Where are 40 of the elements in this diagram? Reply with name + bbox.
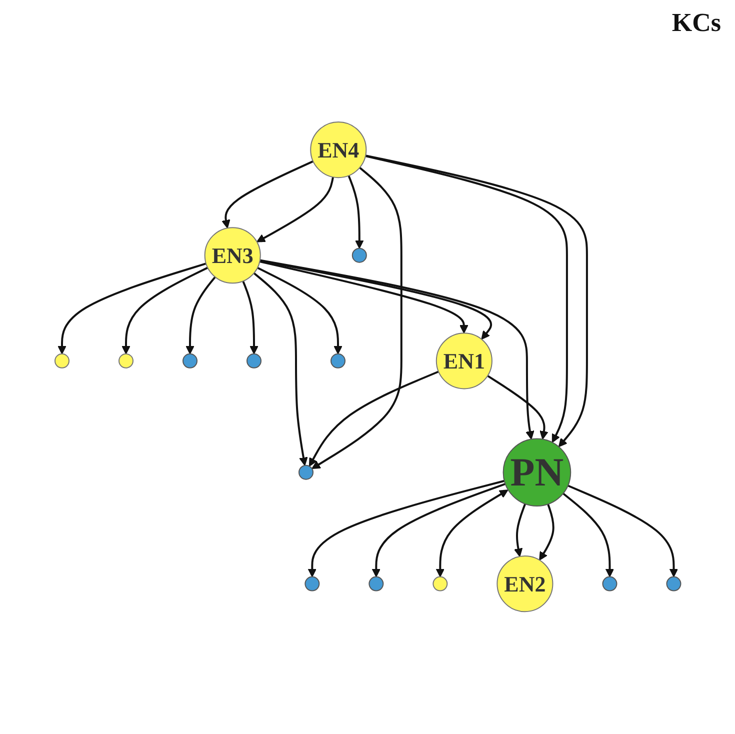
arrow: [562, 492, 614, 578]
cell-type-label: KCs: [672, 8, 721, 38]
arrow: [259, 259, 534, 440]
arrow: [252, 272, 308, 466]
arrow: [311, 167, 402, 470]
node-circle: [602, 576, 617, 592]
node-circle: [330, 354, 346, 369]
node-circle: EN4: [310, 122, 366, 178]
node-circle: [432, 576, 448, 592]
node-circle: [352, 248, 367, 264]
node-circle: [298, 465, 314, 480]
arrow: [486, 375, 548, 440]
arrow: [259, 260, 468, 334]
arrow: [256, 267, 342, 354]
arrow: [259, 260, 492, 340]
node-circle: [368, 576, 384, 592]
node-circle: [118, 354, 134, 369]
arrow: [221, 160, 314, 229]
node-circle: [246, 354, 262, 369]
node-circle: [54, 354, 70, 369]
arrow: [308, 370, 439, 467]
arrow: [121, 266, 208, 354]
arrow: [538, 504, 554, 561]
arrow: [256, 177, 334, 242]
arrow: [57, 262, 206, 354]
node-circle: EN2: [496, 556, 553, 612]
node-circle: EN3: [204, 227, 261, 284]
node-circle: [304, 576, 320, 592]
arrow: [307, 480, 504, 578]
arrow: [435, 490, 508, 578]
arrow: [242, 280, 258, 354]
arrow: [347, 175, 364, 249]
arrow: [185, 276, 216, 354]
arrow: [514, 504, 526, 558]
node-circle: EN1: [436, 332, 492, 390]
node-circle: [182, 354, 198, 369]
node-circle: PN: [502, 438, 571, 507]
arrow: [567, 484, 678, 578]
node-circle: [666, 576, 681, 592]
arrow: [371, 483, 506, 578]
